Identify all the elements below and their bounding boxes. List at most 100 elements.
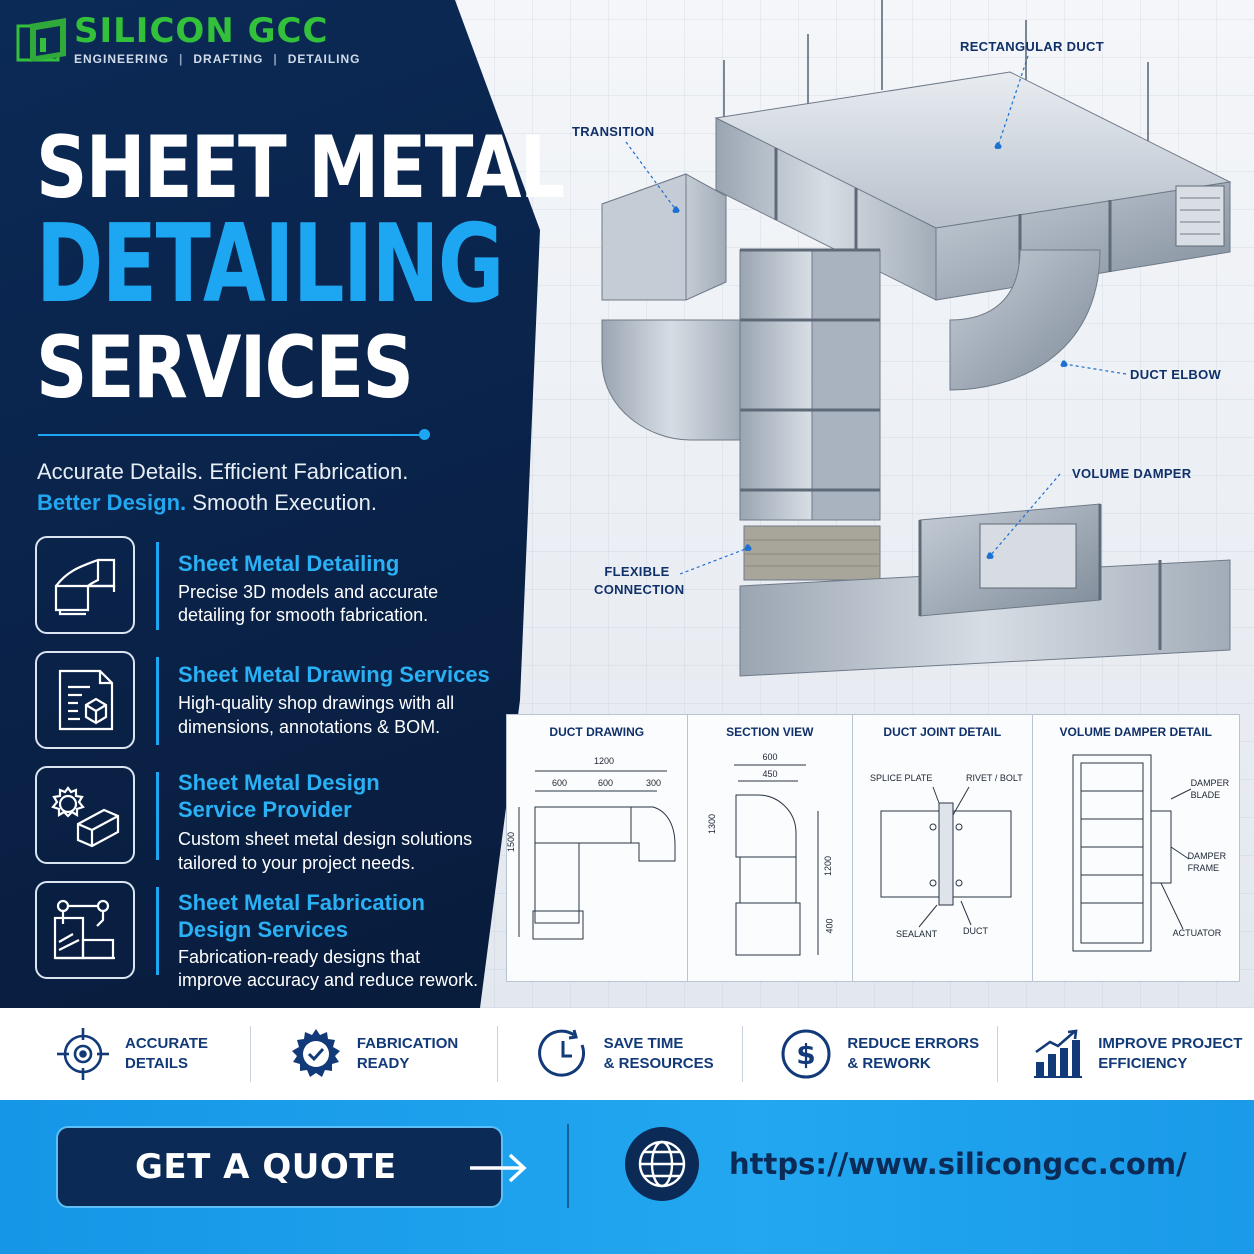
benefit-accurate-details: ACCURATE DETAILS <box>0 1025 250 1083</box>
service-accent-bar <box>156 772 159 860</box>
hero-panel <box>0 0 540 1008</box>
callout-transition: TRANSITION <box>572 124 655 139</box>
detail-label-frame: FRAME <box>1187 863 1220 873</box>
detail-label-actuator: ACTUATOR <box>1172 928 1222 938</box>
ductwork-3d-render <box>601 0 1232 677</box>
callout-rectangular-duct: RECTANGULAR DUCT <box>960 39 1104 54</box>
svg-text:$: $ <box>797 1038 816 1071</box>
drawing-section-view: SECTION VIEW 600 450 1300 1200 400 <box>688 715 854 981</box>
logo-mark-icon <box>16 18 66 62</box>
cta-divider <box>567 1124 569 1208</box>
detail-label-duct: DUCT <box>963 926 989 936</box>
dim-label: 1500 <box>506 831 517 853</box>
benefit-fabrication-ready: FABRICATION READY <box>251 1025 497 1083</box>
benefit-line-2: EFFICIENCY <box>1098 1055 1188 1072</box>
benefit-line-1: FABRICATION <box>356 1035 459 1052</box>
brand-tagline: ENGINEERING | DRAFTING | DETAILING <box>74 52 361 66</box>
arrow-right-icon <box>470 1153 527 1183</box>
dim-label: 1300 <box>706 813 717 835</box>
service-title-line-2: Service Provider <box>178 797 352 822</box>
target-icon <box>57 1028 109 1080</box>
benefit-save-time: SAVE TIME & RESOURCES <box>498 1025 743 1083</box>
dim-label: 400 <box>824 918 835 934</box>
service-accent-bar <box>156 887 159 975</box>
benefit-line-2: & REWORK <box>847 1055 931 1072</box>
dim-label: 600 <box>762 752 778 762</box>
service-title-line-2: Design Services <box>178 917 348 942</box>
callout-flexible-line-1: FLEXIBLE <box>604 564 670 579</box>
gear-check-icon <box>291 1029 340 1077</box>
brand-tag-engineering: ENGINEERING <box>74 52 170 66</box>
drawing-title: DUCT DRAWING <box>549 725 645 739</box>
service-title: Sheet Metal Detailing <box>178 551 400 576</box>
tag-divider: | <box>273 52 278 66</box>
tagline-line-2: Better Design. Smooth Execution. <box>37 490 377 516</box>
benefit-line-1: ACCURATE <box>125 1035 209 1052</box>
callout-flexible-line-2: CONNECTION <box>594 582 685 597</box>
globe-icon <box>625 1127 699 1201</box>
service-title-line-1: Sheet Metal Fabrication <box>178 890 425 915</box>
benefit-divider <box>249 1026 251 1082</box>
benefit-line-2: READY <box>356 1055 410 1072</box>
drawing-title: DUCT JOINT DETAIL <box>883 725 1002 739</box>
tag-divider: | <box>179 52 184 66</box>
callout-flexible-connection: FLEXIBLE CONNECTION <box>594 563 685 599</box>
detail-label-damper-2: DAMPER <box>1187 851 1227 861</box>
service-title-line-1: Sheet Metal Design <box>178 770 380 795</box>
service-accent-bar <box>156 542 159 630</box>
tagline-rest: Smooth Execution. <box>186 490 377 515</box>
benefit-divider <box>742 1026 744 1082</box>
fabrication-machine-icon <box>35 881 135 979</box>
service-desc-line-2: tailored to your project needs. <box>178 853 416 873</box>
clock-icon <box>537 1029 585 1077</box>
headline-divider-dot <box>419 429 430 440</box>
shop-drawing-icon <box>35 651 135 749</box>
dim-label: 1200 <box>822 855 833 877</box>
detail-label-splice-plate: SPLICE PLATE <box>870 773 933 783</box>
drawing-title: SECTION VIEW <box>726 725 814 739</box>
drawing-title: VOLUME DAMPER DETAIL <box>1059 725 1212 739</box>
service-desc-line-2: improve accuracy and reduce rework. <box>178 970 479 990</box>
service-desc-line-2: dimensions, annotations & BOM. <box>178 717 441 737</box>
brand-logo[interactable]: SILICON GCC ENGINEERING | DRAFTING | DET… <box>16 14 361 66</box>
service-desc-line-1: High-quality shop drawings with all <box>178 693 455 713</box>
tagline-line-1: Accurate Details. Efficient Fabrication. <box>37 459 409 484</box>
callout-leader-lines <box>625 55 1127 575</box>
service-desc-line-1: Precise 3D models and accurate <box>178 582 439 602</box>
brand-tag-detailing: DETAILING <box>287 52 361 66</box>
benefit-line-1: SAVE TIME <box>603 1035 684 1052</box>
service-drawing-services[interactable]: Sheet Metal Drawing Services High-qualit… <box>35 651 495 751</box>
dim-label: 600 <box>552 778 568 788</box>
service-sheet-metal-detailing[interactable]: Sheet Metal Detailing Precise 3D models … <box>35 536 495 636</box>
dollar-icon: $ <box>781 1029 831 1079</box>
detail-label-damper: DAMPER <box>1190 778 1230 788</box>
service-desc-line-1: Custom sheet metal design solutions <box>178 829 473 849</box>
dim-label: 300 <box>646 778 662 788</box>
get-a-quote-button[interactable]: GET A QUOTE <box>56 1126 527 1208</box>
headline-line-1: SHEET METAL <box>36 118 565 218</box>
drawing-duct-drawing: DUCT DRAWING 1200 600 600 300 1500 <box>506 715 688 981</box>
service-accent-bar <box>156 657 159 745</box>
service-design-provider[interactable]: Sheet Metal Design Service Provider Cust… <box>35 766 495 873</box>
benefit-line-1: REDUCE ERRORS <box>847 1035 980 1052</box>
benefit-divider <box>496 1026 498 1082</box>
dim-label: 600 <box>598 778 614 788</box>
brand-tag-drafting: DRAFTING <box>193 52 264 66</box>
detail-label-sealant: SEALANT <box>896 929 938 939</box>
service-fabrication-design[interactable]: Sheet Metal Fabrication Design Services … <box>35 881 495 990</box>
benefits-strip: ACCURATE DETAILS FABRICATION READY SAVE … <box>0 1008 1254 1100</box>
benefit-divider <box>997 1026 999 1082</box>
bar-chart-up-icon <box>1034 1029 1083 1078</box>
website-link[interactable]: https://www.silicongcc.com/ <box>729 1147 1187 1181</box>
drawing-duct-joint-detail: DUCT JOINT DETAIL SPLICE PLATE RIVET / B… <box>853 715 1033 981</box>
headline-line-2: DETAILING <box>36 202 504 327</box>
service-title: Sheet Metal Drawing Services <box>178 662 490 687</box>
service-desc-line-1: Fabrication-ready designs that <box>178 947 421 967</box>
benefit-improve-efficiency: IMPROVE PROJECT EFFICIENCY <box>998 1025 1254 1083</box>
brand-name: SILICON GCC <box>74 11 329 51</box>
get-a-quote-label: GET A QUOTE <box>135 1147 397 1187</box>
benefit-reduce-errors: $ REDUCE ERRORS & REWORK <box>743 1025 997 1083</box>
benefit-line-2: & RESOURCES <box>603 1055 714 1072</box>
gear-duct-icon <box>35 766 135 864</box>
dim-label: 1200 <box>594 756 615 766</box>
